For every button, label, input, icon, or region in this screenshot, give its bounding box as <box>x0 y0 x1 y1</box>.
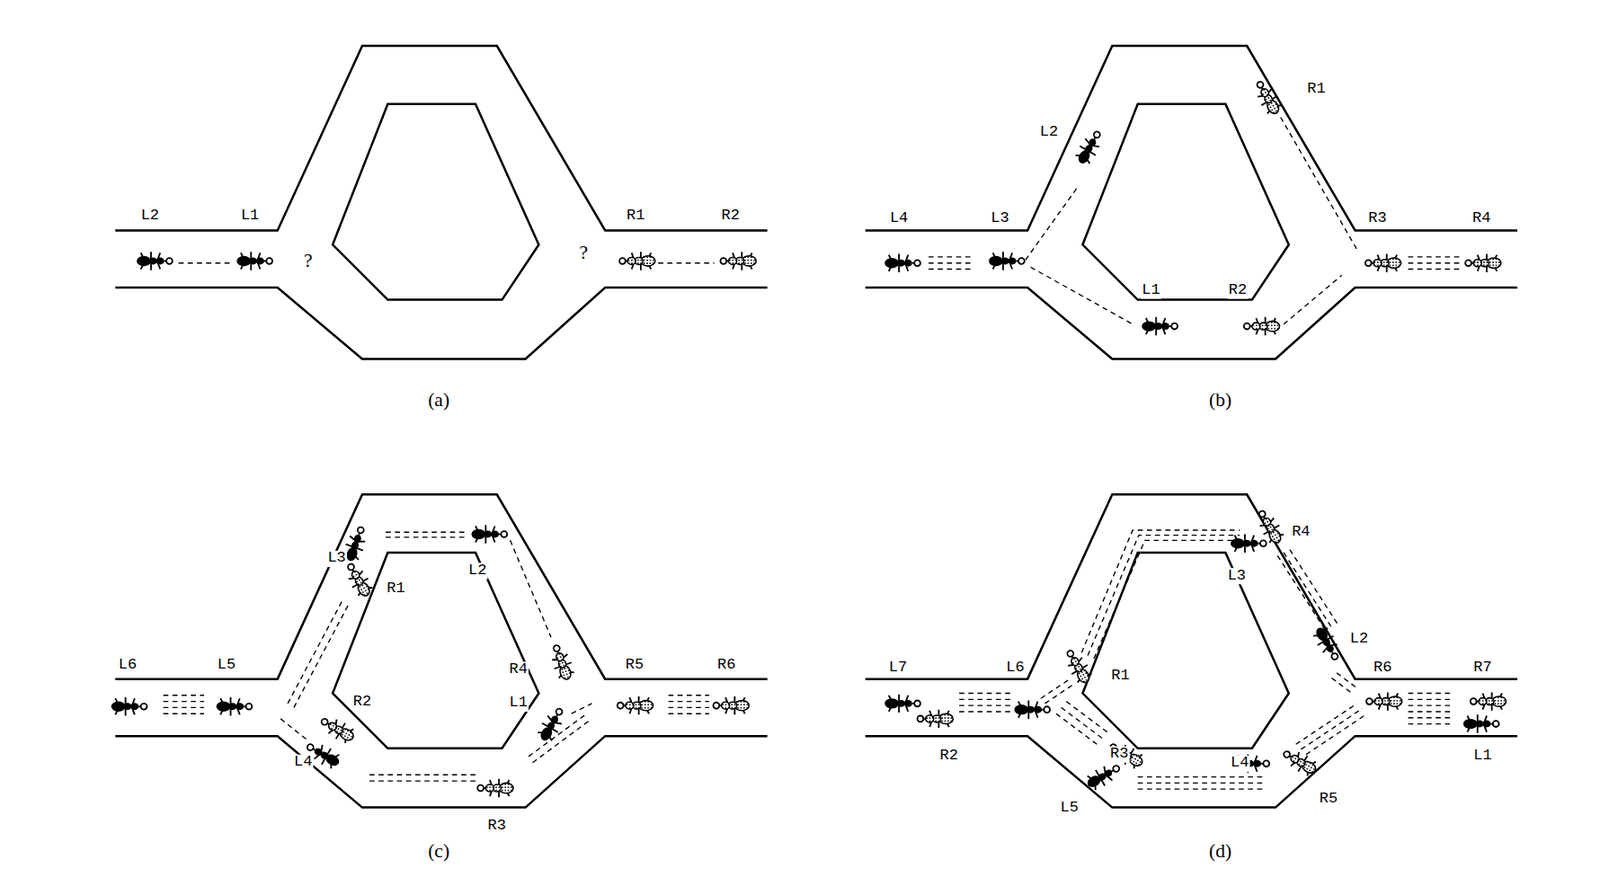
ant-figure <box>1465 254 1502 273</box>
ant-figure <box>720 251 756 270</box>
ant-label: L1 <box>1140 282 1162 299</box>
ant-label: L4 <box>1229 755 1251 773</box>
ant-figure <box>1463 714 1500 733</box>
panel-caption: ? <box>577 242 589 264</box>
ant-label: R1 <box>1306 81 1327 98</box>
ant-figure <box>884 694 921 713</box>
ant-label: L4 <box>293 755 314 772</box>
ant-figure <box>236 251 273 270</box>
ant-figure <box>988 251 1025 270</box>
ant-label: R2 <box>720 208 741 225</box>
ant-figure <box>534 704 569 746</box>
ant-label: L2 <box>140 208 161 225</box>
ant-label: L3 <box>326 551 347 568</box>
ant-figure <box>1141 317 1178 336</box>
panel-caption: (d) <box>1208 841 1233 863</box>
ant-figure <box>477 779 514 798</box>
ant-label: R3 <box>486 817 507 835</box>
ant-figure <box>471 524 507 543</box>
ant-label: L1 <box>240 208 261 225</box>
ant-figure <box>884 254 921 273</box>
ant-label: L4 <box>888 211 910 228</box>
ant-label: R1 <box>1110 667 1131 685</box>
ant-figure <box>713 696 750 715</box>
panel-caption: ? <box>302 250 314 272</box>
panel-caption: (a) <box>426 389 451 410</box>
panel-caption: (b) <box>1208 389 1233 410</box>
ant-label: R2 <box>1227 282 1249 299</box>
ant-figure <box>1244 317 1280 336</box>
ant-figure <box>216 697 253 716</box>
ant-figure <box>917 710 954 729</box>
ant-label: L2 <box>1039 124 1060 142</box>
ant-label: R4 <box>1471 211 1493 228</box>
ant-label: R3 <box>1367 211 1388 228</box>
ant-figure <box>1365 254 1402 273</box>
ant-label: R7 <box>1472 659 1494 676</box>
ant-label: R3 <box>1109 746 1130 764</box>
ant-label: L6 <box>117 657 139 675</box>
ant-label: R2 <box>352 694 374 712</box>
ant-label: L1 <box>507 695 529 712</box>
ant-label: L3 <box>1226 568 1248 585</box>
ant-label: R5 <box>1318 791 1340 809</box>
ant-figure <box>1253 506 1288 548</box>
ant-label: R1 <box>385 581 407 598</box>
ant-figure <box>1106 737 1147 773</box>
ant-label: L7 <box>888 659 909 676</box>
ant-figure <box>1013 700 1050 719</box>
ant-label: L6 <box>1004 659 1026 676</box>
ant-label: R4 <box>507 661 529 678</box>
ant-figure <box>1083 759 1124 794</box>
ant-label: R1 <box>625 208 647 225</box>
ant-figure <box>1250 77 1285 118</box>
panel-caption: (c) <box>426 841 451 863</box>
ant-label: L5 <box>216 657 238 675</box>
ant-figure <box>1060 646 1095 687</box>
ant-figure <box>1470 692 1507 711</box>
ant-figure <box>619 251 656 270</box>
ant-figure <box>1280 745 1321 780</box>
ant-figure <box>1072 127 1107 169</box>
ant-label: L2 <box>467 562 489 579</box>
ant-figure <box>317 712 358 747</box>
ant-figure <box>547 642 578 683</box>
ant-label: L5 <box>1058 800 1080 818</box>
ant-figure <box>617 696 654 715</box>
ant-label: L1 <box>1472 748 1494 765</box>
ant-figure <box>1230 534 1267 553</box>
ant-label: R6 <box>716 657 738 675</box>
ant-label: R4 <box>1290 524 1312 541</box>
ant-label: R2 <box>938 748 960 765</box>
ant-label: L2 <box>1349 631 1370 648</box>
ant-label: L3 <box>989 211 1011 228</box>
ant-figure <box>111 697 148 716</box>
ant-label: R5 <box>624 657 646 675</box>
ant-figure <box>136 251 173 270</box>
ant-figure <box>1310 623 1345 665</box>
ant-figure <box>1366 692 1403 711</box>
ant-label: R6 <box>1372 659 1394 676</box>
